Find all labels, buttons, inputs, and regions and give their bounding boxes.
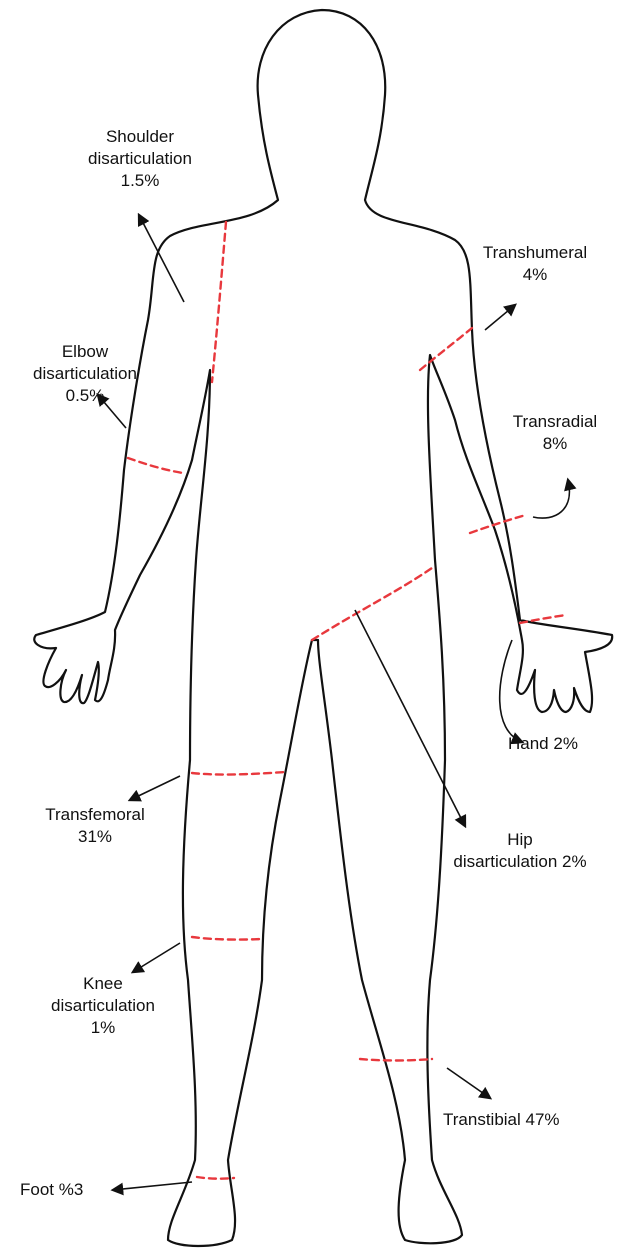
arrow-shoulder [139, 215, 184, 302]
label-hand: Hand 2% [508, 733, 578, 755]
cut-line-transfemoral [192, 772, 285, 775]
body-outline [34, 10, 612, 1246]
cut-line-transtibial [360, 1059, 432, 1061]
hand-label-line1: Hand 2% [508, 733, 578, 755]
transhumeral-label-line1: Transhumeral [460, 242, 610, 264]
transhumeral-label-line2: 4% [460, 264, 610, 286]
cut-line-hip [312, 568, 432, 640]
cut-line-transradial [470, 515, 526, 533]
elbow-label-line3: 0.5% [10, 385, 160, 407]
transtibial-label-line1: Transtibial 47% [443, 1109, 560, 1131]
label-transradial: Transradial 8% [495, 411, 615, 455]
label-transfemoral: Transfemoral 31% [20, 804, 170, 848]
label-hip-disarticulation: Hip disarticulation 2% [430, 829, 610, 873]
label-knee-disarticulation: Knee disarticulation 1% [28, 973, 178, 1039]
label-elbow-disarticulation: Elbow disarticulation 0.5% [10, 341, 160, 407]
transfemoral-label-line2: 31% [20, 826, 170, 848]
foot-label-line1: Foot %3 [20, 1179, 83, 1201]
knee-label-line1: Knee [28, 973, 178, 995]
arrows [98, 215, 569, 1190]
cut-line-elbow [128, 458, 183, 473]
shoulder-label-line2: disarticulation [50, 148, 230, 170]
knee-label-line3: 1% [28, 1017, 178, 1039]
arrow-hip [355, 610, 465, 826]
label-shoulder-disarticulation: Shoulder disarticulation 1.5% [50, 126, 230, 192]
shoulder-label-line1: Shoulder [50, 126, 230, 148]
arrow-transfemoral [130, 776, 180, 800]
cut-line-transhumeral [420, 328, 472, 370]
head-neck-torso-outline [34, 10, 612, 1246]
transfemoral-label-line1: Transfemoral [20, 804, 170, 826]
transradial-label-line2: 8% [495, 433, 615, 455]
elbow-label-line1: Elbow [10, 341, 160, 363]
cut-line-foot [197, 1177, 234, 1179]
label-transhumeral: Transhumeral 4% [460, 242, 610, 286]
cut-line-hand [520, 615, 566, 623]
shoulder-label-line3: 1.5% [50, 170, 230, 192]
transradial-label-line1: Transradial [495, 411, 615, 433]
cut-line-shoulder [212, 222, 226, 382]
arrow-transhumeral [485, 305, 515, 330]
cut-line-knee [192, 937, 262, 940]
hip-label-line2: disarticulation 2% [430, 851, 610, 873]
arrow-transtibial [447, 1068, 490, 1098]
elbow-label-line2: disarticulation [10, 363, 160, 385]
arrow-knee [133, 943, 180, 972]
knee-label-line2: disarticulation [28, 995, 178, 1017]
label-transtibial: Transtibial 47% [443, 1109, 560, 1131]
arrow-foot [113, 1182, 192, 1190]
label-foot: Foot %3 [20, 1179, 83, 1201]
hip-label-line1: Hip [430, 829, 610, 851]
arrow-transradial [533, 480, 569, 518]
